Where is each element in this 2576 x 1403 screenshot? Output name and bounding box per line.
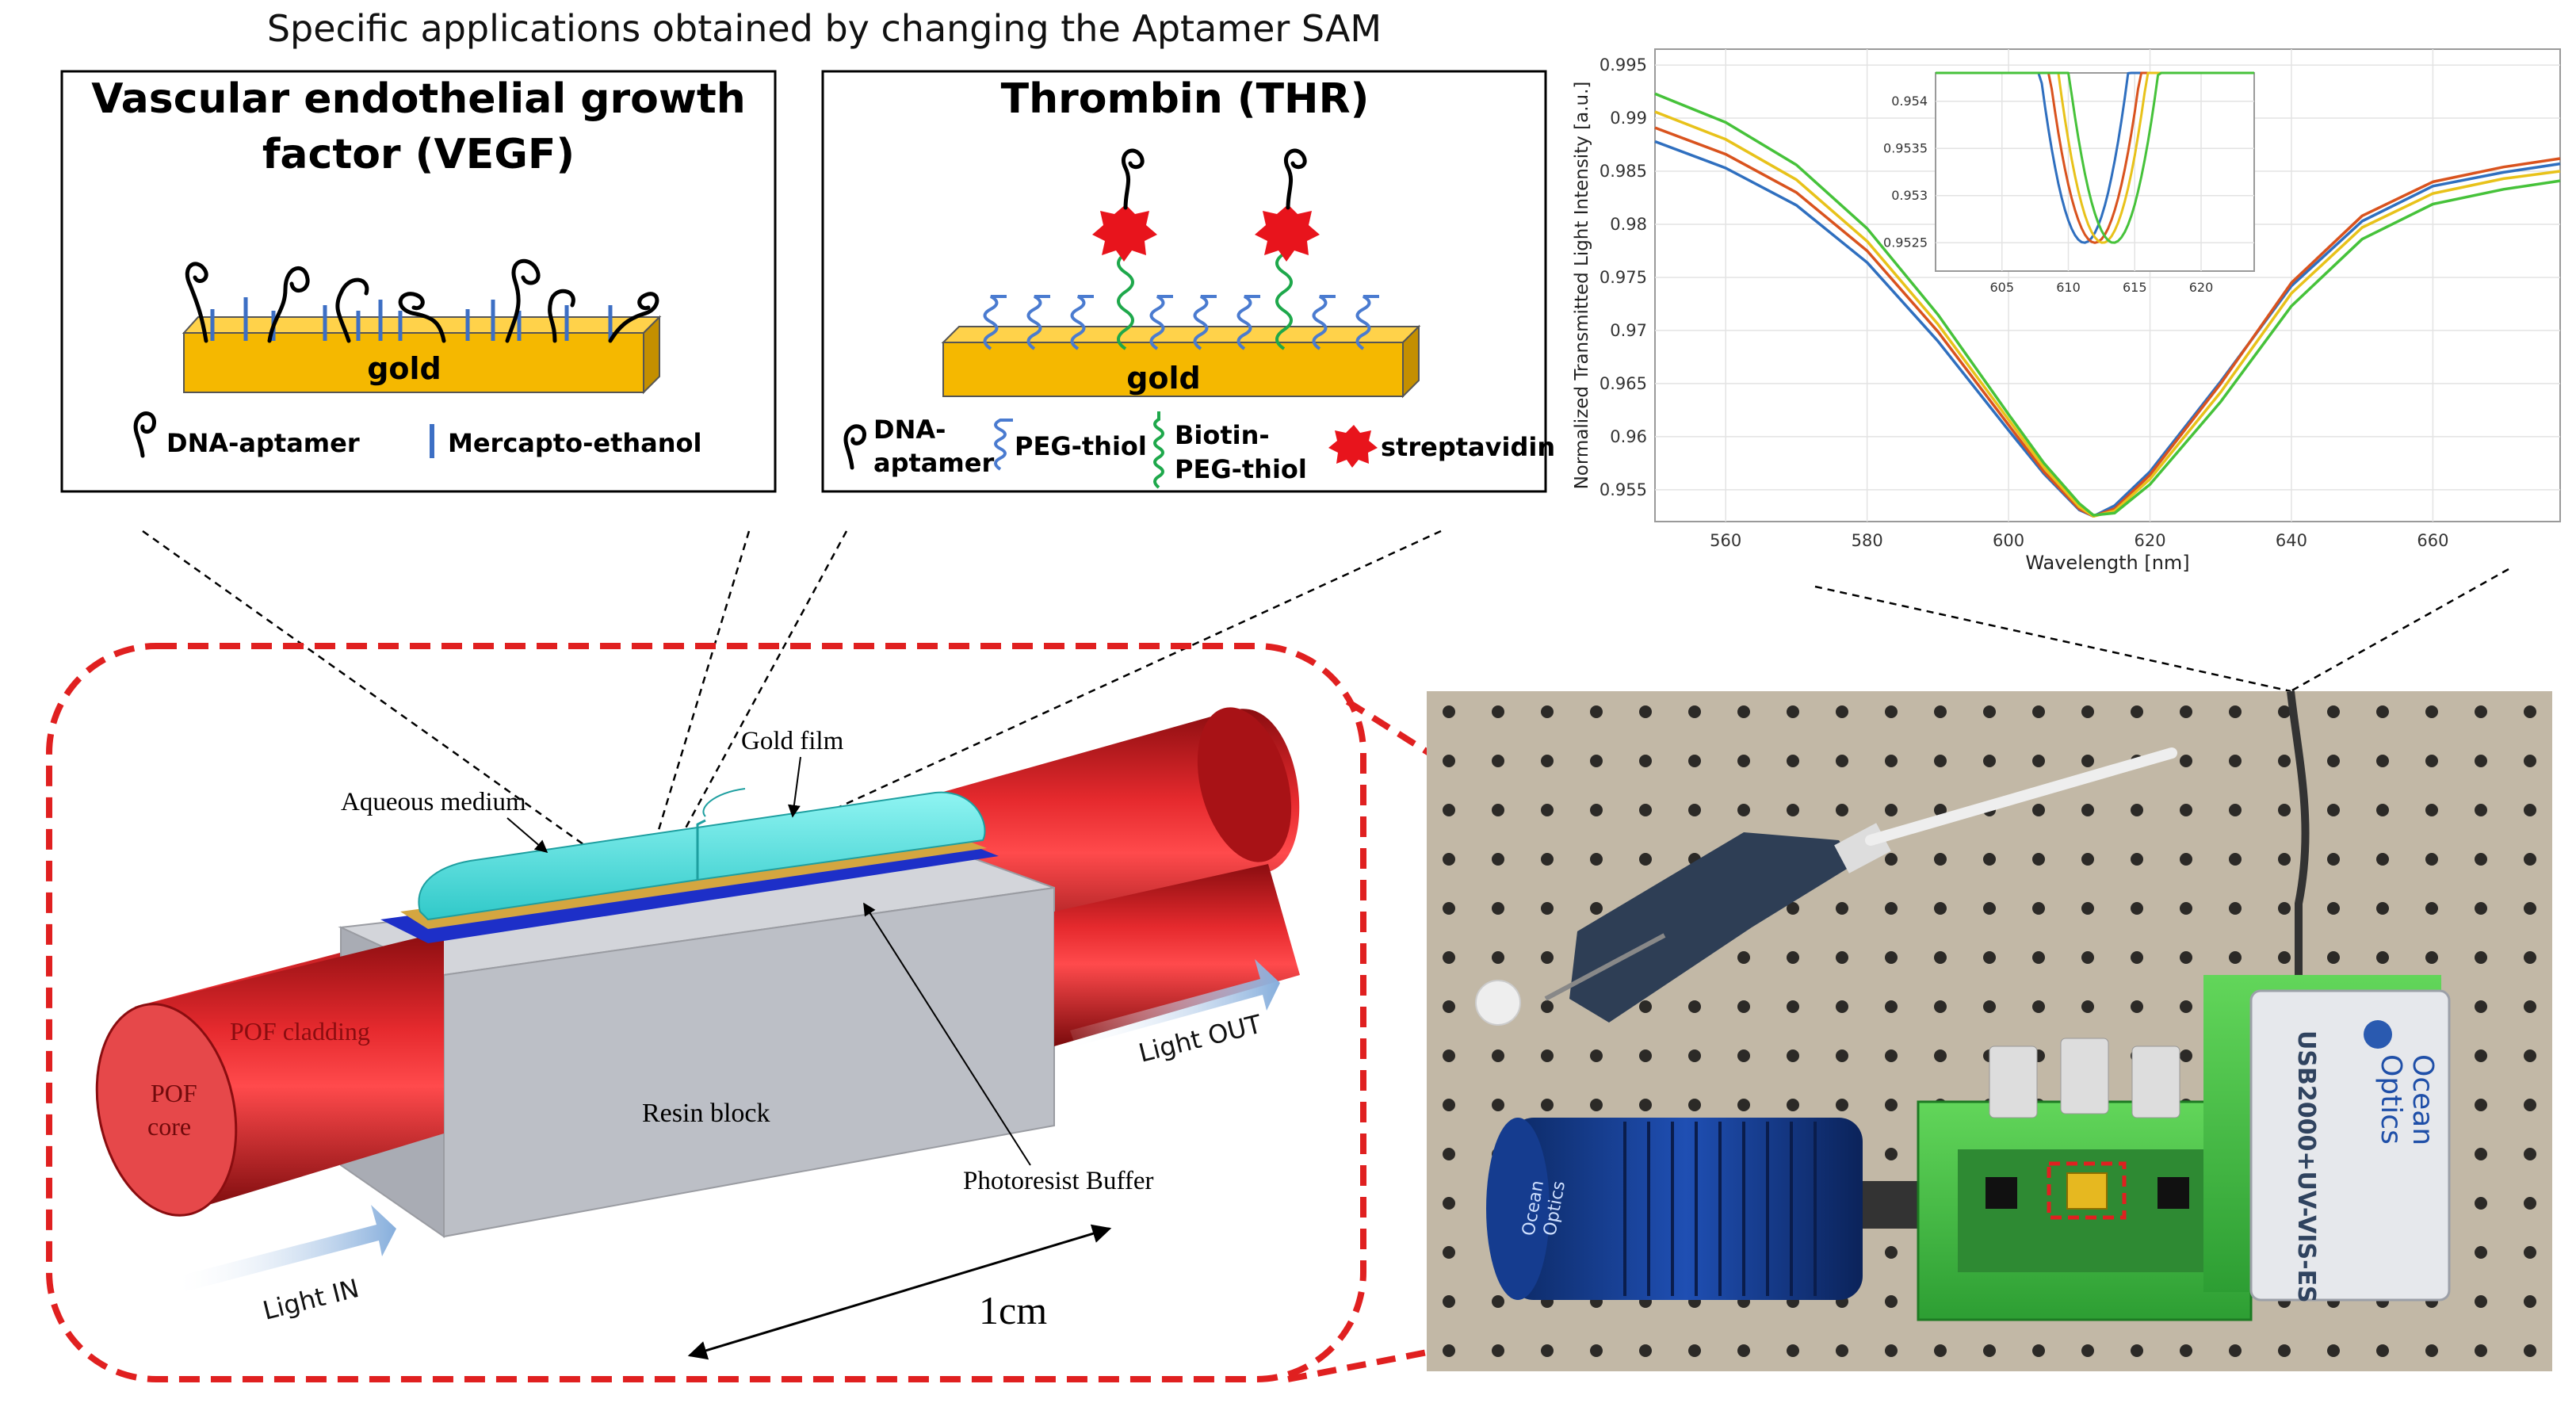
label-photoresist-buffer: Photoresist Buffer <box>963 1167 1153 1195</box>
x-tick-label: 660 <box>2417 531 2448 550</box>
thrombin-peg-molecules <box>983 295 1379 350</box>
thrombin-legend-peg: PEG-thiol <box>1015 431 1147 461</box>
inset-grid <box>1936 73 2254 271</box>
chart-y-axis-label: Normalized Transmitted Light Intensity [… <box>1572 82 1592 490</box>
label-pof-core-1: POF <box>151 1079 197 1107</box>
y-tick-label: 0.975 <box>1599 268 1647 287</box>
streptavidin-legend-icon <box>1328 425 1378 468</box>
thrombin-gold-label: gold <box>1126 361 1201 396</box>
y-tick-label: 0.965 <box>1599 374 1647 393</box>
vegf-legend-mercapto: Mercapto-ethanol <box>448 428 701 458</box>
light-in-arrow <box>178 1205 396 1292</box>
spectrometer-brand-1: Ocean <box>2406 1054 2439 1145</box>
scale-bar <box>687 1224 1112 1360</box>
x-tick-label: 610 <box>2056 280 2081 295</box>
x-tick-label: 560 <box>1710 531 1741 550</box>
x-tick-label: 620 <box>2134 531 2165 550</box>
label-pof-cladding: POF cladding <box>230 1017 370 1046</box>
pipette-icon <box>1475 747 2177 1026</box>
vegf-gold-surface: gold <box>182 315 662 395</box>
x-tick-label: 620 <box>2189 280 2214 295</box>
x-tick-label: 605 <box>1989 280 2014 295</box>
label-resin-block: Resin block <box>642 1099 770 1128</box>
y-tick-label: 0.995 <box>1599 55 1647 75</box>
vegf-title-line2: factor (VEGF) <box>262 131 575 178</box>
label-aqueous-medium: Aqueous medium <box>341 788 526 816</box>
chart-y-ticks: 0.955 0.96 0.965 0.97 0.975 0.98 0.985 0.99 0.99… <box>1599 55 1647 499</box>
chart-x-axis-label: Wavelength [nm] <box>2025 552 2189 574</box>
light-out-arrow <box>1070 959 1280 1046</box>
x-tick-label: 600 <box>1993 531 2024 550</box>
thrombin-legend-aptamer-2: aptamer <box>873 448 994 478</box>
x-tick-label: 580 <box>1852 531 1883 550</box>
streptavidin-icon <box>1092 205 1157 262</box>
y-tick-label: 0.97 <box>1610 321 1647 340</box>
vegf-panel: Vascular endothelial growth factor (VEGF… <box>60 70 777 493</box>
light-source: Ocean Optics <box>1486 1118 1926 1300</box>
spectrometer-brand-2: Optics <box>2375 1054 2407 1145</box>
sensor-diagram: Gold film Aqueous medium POF cladding PO… <box>46 643 1366 1382</box>
inset-plot-area <box>1935 72 2255 272</box>
series-line <box>1654 92 2561 517</box>
pof-fiber-front <box>95 864 1300 1217</box>
x-tick-label: 640 <box>2276 531 2307 550</box>
y-tick-label: 0.99 <box>1610 109 1647 128</box>
spectrometer-model: USB2000+UV-VIS-ES <box>2292 1030 2320 1303</box>
thrombin-legend-biotin-2: PEG-thiol <box>1175 454 1307 484</box>
y-tick-label: 0.985 <box>1599 162 1647 181</box>
thrombin-gold-surface: gold <box>941 324 1421 399</box>
peg-thiol-legend-icon <box>994 419 1013 471</box>
chart-inset: 0.9525 0.953 0.9535 0.954 605 610 615 620 <box>1883 71 2255 295</box>
y-tick-label: 0.955 <box>1599 480 1647 499</box>
y-tick-label: 0.9525 <box>1883 235 1928 250</box>
label-gold-film: Gold film <box>741 727 844 755</box>
label-pof-core-2: core <box>147 1112 191 1141</box>
pof-core-face <box>95 1003 238 1217</box>
thrombin-panel: Thrombin (THR) gold <box>821 70 1555 493</box>
vegf-gold-label: gold <box>367 351 441 386</box>
thrombin-biotin-chain-2 <box>1255 148 1320 350</box>
inset-series-lines <box>1936 71 2254 244</box>
x-tick-label: 615 <box>2123 280 2147 295</box>
biotin-peg-legend-icon <box>1153 411 1164 489</box>
inset-y-ticks: 0.9525 0.953 0.9535 0.954 <box>1883 94 1928 250</box>
y-tick-label: 0.98 <box>1610 215 1647 234</box>
y-tick-label: 0.953 <box>1891 188 1928 203</box>
series-line <box>1936 71 2254 244</box>
vegf-title-line1: Vascular endothelial growth <box>91 75 746 123</box>
thrombin-biotin-chain-1 <box>1092 148 1157 350</box>
sensor-highlight-box <box>2047 1161 2127 1220</box>
device-photo: Ocean Optics Ocean Optics USB2000+UV-VIS… <box>1427 690 2552 1371</box>
y-tick-label: 0.9535 <box>1883 141 1928 156</box>
vegf-legend-aptamer: DNA-aptamer <box>166 428 360 458</box>
chart-series-lines <box>1654 92 2561 518</box>
figure-header-title: Specific applications obtained by changi… <box>267 7 1382 50</box>
y-tick-label: 0.954 <box>1891 94 1928 109</box>
spectrum-chart: 0.955 0.96 0.965 0.97 0.975 0.98 0.985 0.99 0.99… <box>1572 48 2561 574</box>
thrombin-legend-aptamer-1: DNA- <box>873 415 946 445</box>
connector-lines <box>142 529 2509 874</box>
chart-x-ticks: 560 580 600 620 640 660 <box>1710 531 2448 550</box>
vegf-legend: DNA-aptamer Mercapto-ethanol <box>133 411 701 458</box>
aptamer-legend-icon <box>133 411 156 458</box>
thrombin-legend-streptavidin: streptavidin <box>1381 432 1555 462</box>
thrombin-legend: DNA- aptamer PEG-thiol Biotin- PEG-thiol… <box>843 411 1555 489</box>
aqueous-medium <box>418 788 986 921</box>
thrombin-legend-biotin-1: Biotin- <box>1175 420 1270 450</box>
inset-x-ticks: 605 610 615 620 <box>1989 280 2213 295</box>
sensor-diagram-frame <box>46 643 1366 1382</box>
spectrometer: Ocean Optics USB2000+UV-VIS-ES <box>2203 975 2451 1303</box>
thrombin-title: Thrombin (THR) <box>1001 75 1370 123</box>
streptavidin-icon <box>1255 205 1320 262</box>
sensor-holder <box>1917 1038 2253 1321</box>
label-light-in: Light IN <box>260 1273 362 1326</box>
vegf-aptamer-molecules <box>185 258 659 343</box>
y-tick-label: 0.96 <box>1610 427 1647 446</box>
aptamer-legend-icon <box>843 424 866 470</box>
label-scale: 1cm <box>979 1288 1047 1332</box>
